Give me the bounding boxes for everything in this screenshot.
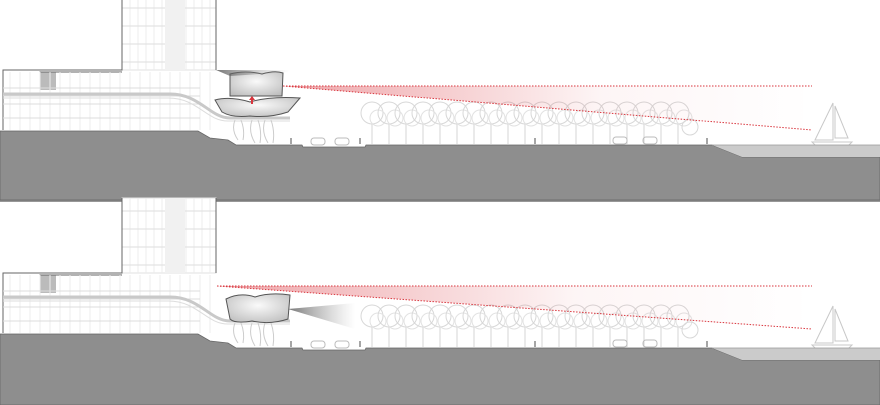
- tree-canopy: [681, 321, 699, 339]
- tower: [2, 0, 217, 130]
- water: [712, 348, 880, 360]
- podium: [3, 274, 290, 347]
- ground-section: [0, 130, 880, 201]
- podium: [3, 71, 290, 144]
- car: [612, 136, 628, 145]
- sail: [814, 102, 834, 141]
- tree-row: [360, 304, 699, 347]
- car: [642, 339, 658, 348]
- car: [612, 339, 628, 348]
- section-upper: [0, 0, 880, 201]
- tower-core: [165, 198, 185, 273]
- car: [642, 136, 658, 145]
- car: [310, 340, 326, 349]
- column: [250, 322, 262, 347]
- column: [233, 119, 245, 141]
- ramp-edge: [3, 97, 290, 122]
- sailboat: [810, 102, 854, 149]
- sightline-inclined: [216, 285, 813, 330]
- podium-block: [40, 275, 56, 293]
- sail: [814, 305, 834, 344]
- view-cone: [216, 70, 290, 76]
- building-outline: [2, 0, 123, 130]
- car: [310, 137, 326, 146]
- column: [233, 322, 245, 344]
- ramp: [3, 92, 290, 120]
- view-cone: [288, 303, 355, 329]
- ground-section: [0, 333, 880, 405]
- ramp-edge: [3, 300, 290, 325]
- column: [250, 119, 262, 144]
- tower: [2, 197, 217, 333]
- tree-canopy: [681, 118, 699, 136]
- sculpture-pod-lower: [214, 97, 302, 117]
- column: [263, 322, 275, 347]
- ramp: [3, 295, 290, 323]
- podium-block: [40, 72, 56, 90]
- sculpture-pod: [225, 293, 291, 324]
- lift-arrow-head: [249, 96, 255, 100]
- tower-core: [165, 0, 185, 70]
- sailboat: [810, 305, 854, 352]
- building-outline: [2, 198, 123, 333]
- car: [334, 137, 350, 146]
- jib: [834, 308, 849, 342]
- car: [334, 340, 350, 349]
- water: [712, 145, 880, 157]
- column: [263, 119, 275, 144]
- sightline-inclined: [282, 85, 813, 131]
- section-lower: [0, 197, 880, 405]
- jib: [834, 105, 849, 139]
